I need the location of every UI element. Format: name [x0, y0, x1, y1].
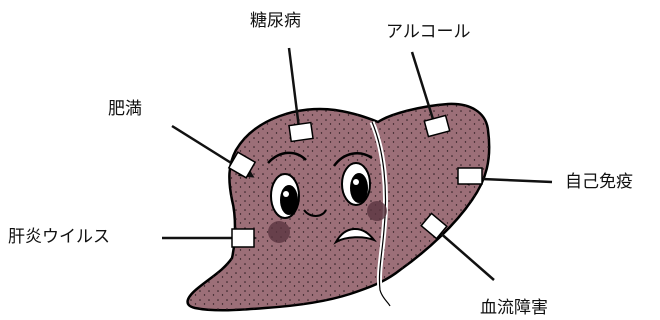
label-diabetes: 糖尿病 [250, 13, 301, 30]
label-autoimmune: 自己免疫 [565, 174, 633, 191]
label-blood-flow: 血流障害 [480, 300, 548, 317]
label-alcohol: アルコール [386, 24, 471, 41]
label-obesity: 肥満 [108, 101, 142, 118]
label-hepatitis-virus: 肝炎ウイルス [8, 229, 110, 246]
liver-shape [188, 104, 490, 310]
